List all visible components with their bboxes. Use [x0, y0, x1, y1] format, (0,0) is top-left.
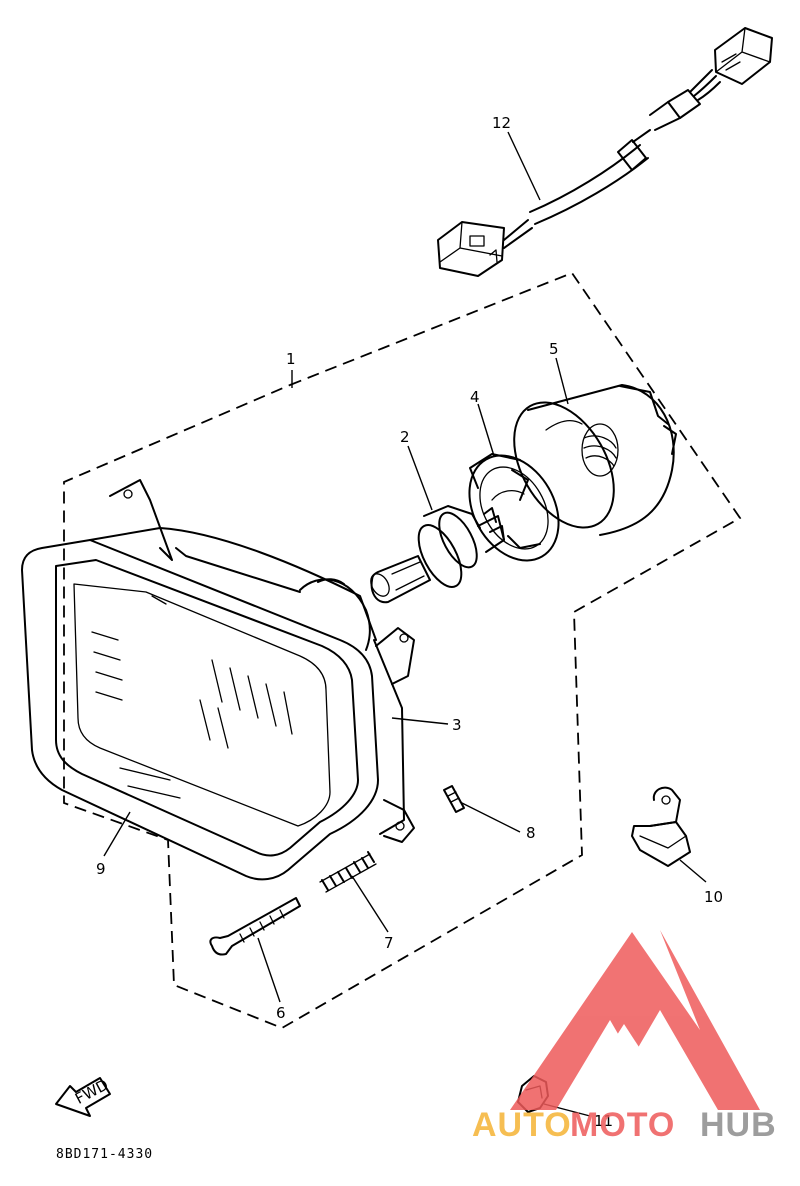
- callout-8: 8: [526, 824, 536, 842]
- socket-cover: [513, 384, 677, 536]
- adjusting-screw: [443, 785, 465, 813]
- part-code: 8BD171-4330: [56, 1147, 153, 1162]
- headlight-rim: [21, 539, 379, 881]
- callout-4: 4: [470, 388, 480, 406]
- long-screw: [209, 897, 301, 956]
- watermark-hub: HUB: [700, 1106, 777, 1144]
- callout-12: 12: [492, 114, 511, 132]
- wire-harness: [437, 27, 773, 277]
- bulb-holder: [468, 453, 560, 562]
- callout-5: 5: [549, 340, 559, 358]
- callout-9: 9: [96, 860, 106, 878]
- callout-7: 7: [384, 934, 394, 952]
- headlight-unit: [89, 479, 415, 843]
- logo-triangle-outer: [510, 930, 760, 1110]
- callout-2: 2: [400, 428, 410, 446]
- logo-triangle-inner: [596, 1024, 650, 1088]
- assembly-boundary: [63, 271, 742, 1029]
- watermark-logo: AUTO MOTO HUB: [472, 930, 777, 1144]
- callout-3: 3: [452, 716, 462, 734]
- bulb: [370, 505, 505, 604]
- callout-10: 10: [704, 888, 723, 906]
- clamp: [631, 786, 691, 867]
- callout-11: 11: [594, 1112, 613, 1130]
- forward-arrow-icon: FWD: [55, 1076, 111, 1117]
- callout-1: 1: [286, 350, 296, 368]
- watermark-moto: MOTO: [570, 1106, 675, 1144]
- spring: [319, 851, 377, 893]
- callout-6: 6: [276, 1004, 286, 1022]
- watermark-auto: AUTO: [472, 1106, 572, 1144]
- forward-arrow-label: FWD: [72, 1076, 111, 1108]
